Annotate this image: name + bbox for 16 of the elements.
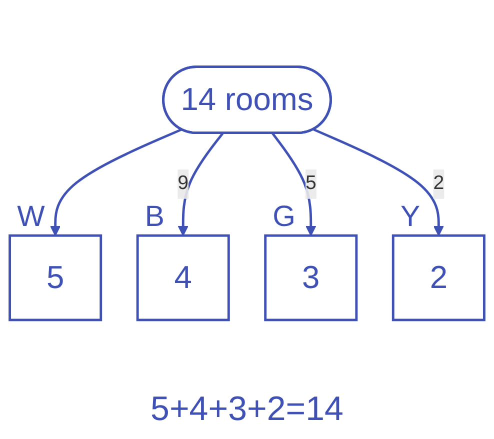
edge-label: 2 xyxy=(433,172,444,194)
color-letter: B xyxy=(144,199,164,232)
color-letter: Y xyxy=(400,199,420,232)
arrow xyxy=(313,128,444,236)
color-letter: G xyxy=(272,199,296,232)
color-letter: W xyxy=(17,199,45,232)
arrow xyxy=(178,132,224,236)
edge-label: 9 xyxy=(178,172,189,194)
node-box: 5 xyxy=(8,234,102,321)
node-box: 4 xyxy=(136,234,230,321)
node-box: 2 xyxy=(392,234,486,321)
edge-label: 5 xyxy=(305,172,316,194)
arrow xyxy=(50,128,182,236)
arrow xyxy=(272,132,316,236)
node-box: 3 xyxy=(264,234,358,321)
equation-text: 5+4+3+2=14 xyxy=(150,390,344,429)
